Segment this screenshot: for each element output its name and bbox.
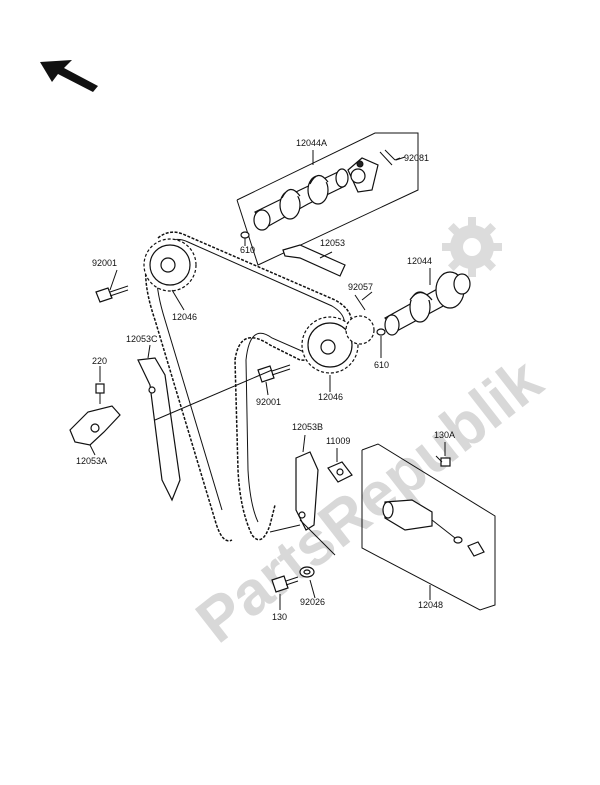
leader-lines xyxy=(89,157,446,610)
label-12046-left: 12046 xyxy=(172,312,197,322)
label-92081: 92081 xyxy=(404,153,429,163)
label-92001-mid: 92001 xyxy=(256,397,281,407)
watermark-text: PartsRepublik xyxy=(184,345,555,656)
label-12046-right: 12046 xyxy=(318,392,343,402)
oring-right xyxy=(376,328,386,336)
label-130: 130 xyxy=(272,612,287,622)
label-92001-left: 92001 xyxy=(92,258,117,268)
label-92026: 92026 xyxy=(300,597,325,607)
label-610-right: 610 xyxy=(374,360,389,370)
cam-holder-top xyxy=(347,157,379,193)
pin-right xyxy=(354,294,366,311)
chain-guide-a xyxy=(69,405,121,446)
bolt-220 xyxy=(95,383,105,404)
bolt-130 xyxy=(271,575,299,593)
label-11009: 11009 xyxy=(326,436,350,446)
sprocket-left xyxy=(143,238,197,292)
sprocket-right xyxy=(301,315,375,374)
pin-top xyxy=(379,149,406,166)
oring-top xyxy=(240,231,250,239)
label-610-top: 610 xyxy=(240,245,255,255)
label-130a: 130A xyxy=(434,430,455,440)
label-92057: 92057 xyxy=(348,282,373,292)
bolt-130a xyxy=(435,455,451,467)
label-12053b: 12053B xyxy=(292,422,323,432)
label-220: 220 xyxy=(92,356,107,366)
label-12044: 12044 xyxy=(407,256,432,266)
camshaft xyxy=(384,271,471,336)
chain-guide-c xyxy=(137,357,181,502)
tensioner xyxy=(382,499,485,557)
camshaft-a-bracket xyxy=(236,132,419,266)
label-12053: 12053 xyxy=(320,238,345,248)
part-labels: 12044A 92081 610 12053 92001 12046 12044… xyxy=(76,138,455,622)
bolt-left xyxy=(95,285,129,303)
bolt-mid xyxy=(257,364,291,383)
label-12048: 12048 xyxy=(418,600,443,610)
chain-guide-top xyxy=(282,244,346,277)
gasket xyxy=(327,461,353,483)
label-12053c: 12053C xyxy=(126,334,158,344)
front-arrow-icon xyxy=(40,60,98,92)
label-12053a: 12053A xyxy=(76,456,107,466)
washer xyxy=(299,566,315,578)
camshaft-a xyxy=(253,168,349,231)
label-12044a: 12044A xyxy=(296,138,327,148)
chain-guide-b xyxy=(295,451,319,531)
